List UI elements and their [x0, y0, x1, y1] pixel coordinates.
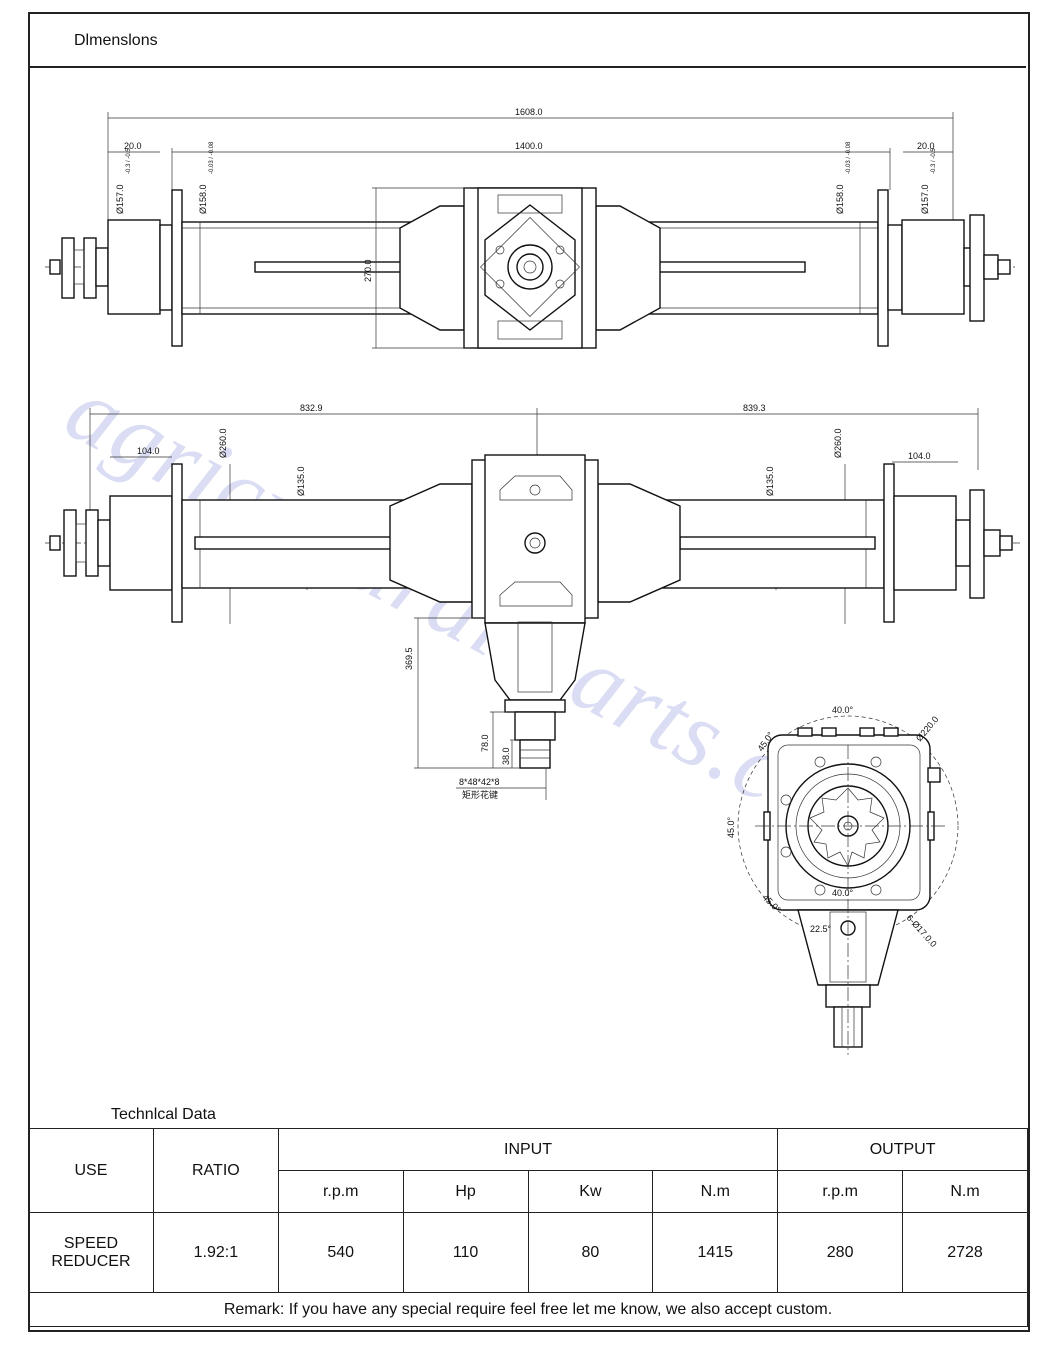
- page-frame: [28, 12, 1030, 1332]
- tol-left-outer: -0.3 / -0.5: [126, 148, 132, 174]
- subheader-cell: N.m: [652, 1170, 779, 1213]
- output-header: OUTPUT: [777, 1128, 1028, 1171]
- dim-left-outer-dia: Ø157.0: [115, 184, 125, 214]
- page-title: Dlmenslons: [74, 32, 158, 49]
- value-cell: 280: [777, 1212, 904, 1293]
- use-line-1: SPEED: [63, 1234, 119, 1252]
- subheader-cell: r.p.m: [777, 1170, 904, 1213]
- dim-left-flange-dia: Ø260.0: [218, 428, 228, 458]
- angle-small: 22.5°: [810, 924, 832, 934]
- technical-drawing: .ln{stroke:#111;fill:none;stroke-width:1…: [45, 107, 1020, 1055]
- dim-right-hub: 104.0: [908, 451, 931, 461]
- use-header: USE: [28, 1128, 154, 1213]
- dim-drop-height: 369.5: [404, 647, 414, 670]
- tol-right-outer: -0.3 / -0.5: [931, 148, 937, 174]
- tol-left-inner: -0.03 / -0.08: [209, 141, 215, 174]
- technical-data-title: Technlcal Data: [111, 1106, 216, 1123]
- subheader-cell: N.m: [902, 1170, 1028, 1213]
- dim-left-offset: 20.0: [124, 141, 142, 151]
- spline-spec: 8*48*42*8: [459, 777, 500, 787]
- table-row: SPEED REDUCER 1.92:1 540 110 80 1415 280…: [28, 1212, 1028, 1293]
- subheader-cell: Hp: [402, 1170, 529, 1213]
- dim-center-span: 1400.0: [515, 141, 543, 151]
- value-cell: 2728: [902, 1212, 1028, 1293]
- dim-left-inner-dia: Ø158.0: [198, 184, 208, 214]
- technical-data-table: USE RATIO INPUT OUTPUT r.p.m Hp Kw N.m r…: [28, 1128, 1028, 1327]
- dim-right-inner-dia: Ø158.0: [835, 184, 845, 214]
- dim-left-tube-dia: Ø135.0: [296, 466, 306, 496]
- dim-spline-length: 38.0: [501, 747, 511, 765]
- ratio-header: RATIO: [152, 1128, 279, 1213]
- bolt-circle-dia: Ø220.0: [914, 714, 941, 743]
- header-bar: Dlmenslons: [28, 12, 1026, 68]
- angle-bottom: 40.0°: [832, 888, 854, 898]
- dim-overall: 1608.0: [515, 107, 543, 117]
- remark-text: Remark: If you have any special require …: [28, 1292, 1028, 1327]
- dim-housing-width: 270.0: [363, 259, 373, 282]
- tol-right-inner: -0.03 / -0.08: [846, 141, 852, 174]
- value-cell: 80: [527, 1212, 654, 1293]
- remark-row: Remark: If you have any special require …: [28, 1292, 1028, 1327]
- table-subheader-row: r.p.m Hp Kw N.m r.p.m N.m: [29, 1170, 1028, 1213]
- use-cell: SPEED REDUCER: [28, 1212, 154, 1293]
- dim-right-tube-dia: Ø135.0: [765, 466, 775, 496]
- use-line-2: REDUCER: [51, 1252, 131, 1270]
- dim-right-length: 839.3: [743, 403, 766, 413]
- value-cell: 1415: [652, 1212, 779, 1293]
- dim-left-length: 832.9: [300, 403, 323, 413]
- hole-spec: 6-Ø17.0.0: [905, 913, 939, 949]
- subheader-cell: Kw: [527, 1170, 654, 1213]
- dim-left-hub: 104.0: [137, 446, 160, 456]
- front-view: 832.9 839.3 104.0 104.0 Ø260.0 Ø260.0 Ø1…: [45, 403, 1020, 800]
- value-cell: 540: [277, 1212, 404, 1293]
- dim-right-flange-dia: Ø260.0: [833, 428, 843, 458]
- input-header: INPUT: [277, 1128, 779, 1171]
- angle-left: 45.0°: [726, 816, 736, 838]
- subheader-cell: r.p.m: [277, 1170, 404, 1213]
- top-view: 1608.0 20.0 1400.0 20.0 Ø157.0 -0.3 / -0…: [45, 107, 1015, 349]
- value-cell: 110: [402, 1212, 529, 1293]
- ratio-cell: 1.92:1: [152, 1212, 279, 1293]
- table-header-row: USE RATIO INPUT OUTPUT: [28, 1128, 1028, 1213]
- angle-top: 40.0°: [832, 705, 854, 715]
- spline-note: 矩形花键: [462, 789, 498, 800]
- dim-right-offset: 20.0: [917, 141, 935, 151]
- dim-input-length: 78.0: [480, 734, 490, 752]
- dim-right-outer-dia: Ø157.0: [920, 184, 930, 214]
